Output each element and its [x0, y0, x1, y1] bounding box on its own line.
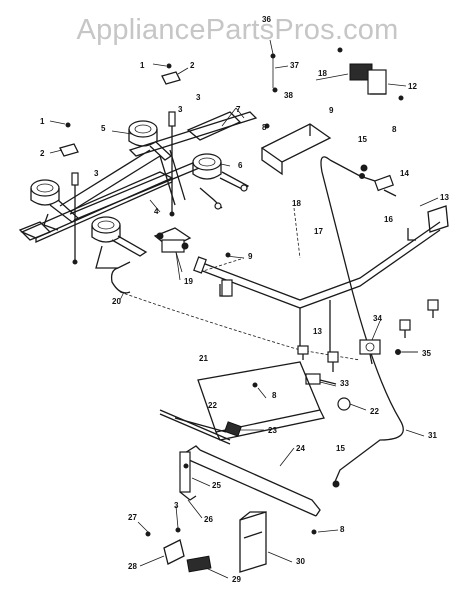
callout-1b: 1 — [40, 117, 45, 126]
bracket-25-26 — [179, 451, 197, 501]
callout-21: 21 — [199, 354, 208, 363]
bottom-panel-21 — [197, 361, 325, 441]
manifold-bracket — [427, 205, 449, 233]
gas-tube-20 — [110, 267, 131, 294]
callout-8d: 8 — [340, 525, 345, 534]
callout-24: 24 — [296, 444, 305, 453]
callout-35: 35 — [422, 349, 431, 358]
igniter-30 — [239, 511, 267, 573]
callout-22a: 22 — [208, 401, 217, 410]
screw-8-bottom — [311, 529, 317, 535]
callout-9a: 9 — [329, 106, 334, 115]
clip-2 — [49, 67, 189, 157]
callout-16: 16 — [384, 215, 393, 224]
burner-head-front-right — [192, 153, 250, 192]
callout-29: 29 — [232, 575, 241, 584]
callout-22b: 22 — [370, 407, 379, 416]
callout-23: 23 — [268, 426, 277, 435]
callout-8b: 8 — [392, 125, 397, 134]
callout-12: 12 — [408, 82, 417, 91]
callout-13a: 13 — [440, 193, 449, 202]
callout-26: 26 — [204, 515, 213, 524]
callout-20: 20 — [112, 297, 121, 306]
burner-tube-left — [43, 213, 59, 231]
callout-19: 19 — [184, 277, 193, 286]
bracket-28-29 — [145, 505, 212, 573]
burner-support-frame — [18, 111, 258, 243]
callout-1a: 1 — [140, 61, 145, 70]
leader-lines — [111, 73, 439, 579]
callout-5: 5 — [101, 124, 106, 133]
callout-2a: 2 — [190, 61, 195, 70]
callout-8c: 8 — [272, 391, 277, 400]
callout-33: 33 — [340, 379, 349, 388]
callout-30: 30 — [296, 557, 305, 566]
callout-2b: 2 — [40, 149, 45, 158]
burner-head-rear-left — [30, 179, 80, 223]
callout-15b: 15 — [336, 444, 345, 453]
dashed-leader — [119, 291, 361, 361]
fitting-15 — [360, 164, 368, 172]
callout-8a: 8 — [262, 123, 267, 132]
callout-28: 28 — [128, 562, 137, 571]
grommet-22 — [337, 397, 351, 411]
callout-7: 7 — [236, 105, 241, 114]
callout-27: 27 — [128, 513, 137, 522]
heat-shield-9 — [260, 123, 332, 176]
callout-3b: 3 — [94, 169, 99, 178]
callout-37: 37 — [290, 61, 299, 70]
gas-line-31 — [320, 156, 404, 485]
callout-3d: 3 — [174, 501, 179, 510]
screw-8-top — [337, 47, 343, 53]
callout-18: 18 — [318, 69, 327, 78]
callout-36: 36 — [262, 15, 271, 24]
callout-17: 17 — [314, 227, 323, 236]
callout-13b: 13 — [313, 327, 322, 336]
burner-head-front-left — [91, 216, 148, 257]
screw-1 — [49, 63, 172, 128]
ignition-module-10 — [349, 63, 387, 95]
rod-22 — [159, 409, 231, 445]
watermark-text: AppliancePartsPros.com — [76, 14, 399, 46]
callout-9b: 9 — [248, 252, 253, 261]
callout-25: 25 — [212, 481, 221, 490]
callout-3c: 3 — [178, 105, 183, 114]
bracket-23 — [224, 421, 242, 437]
valve-14 — [359, 173, 397, 197]
callout-31: 31 — [428, 431, 437, 440]
burner-tube-24 — [179, 445, 321, 517]
thermostat-34 — [359, 339, 381, 365]
valve-19 — [153, 227, 192, 273]
valve-33 — [305, 373, 337, 385]
callout-3a: 3 — [196, 93, 201, 102]
callout-18b: 18 — [292, 199, 301, 208]
callout-15a: 15 — [358, 135, 367, 144]
callout-labels: 36 37 38 1 2 3 7 5 1 2 3 6 4 3 9 8 18 12… — [40, 15, 449, 584]
callout-6: 6 — [238, 161, 243, 170]
igniter-electrode-3 — [71, 111, 176, 265]
callout-4: 4 — [154, 207, 159, 216]
callout-38: 38 — [284, 91, 293, 100]
callout-14: 14 — [400, 169, 409, 178]
burner-head-rear-right — [128, 120, 173, 161]
callout-34: 34 — [373, 314, 382, 323]
screw-36-37 — [269, 39, 289, 93]
burner-valve-13 — [297, 299, 439, 372]
screw-35 — [395, 349, 401, 355]
